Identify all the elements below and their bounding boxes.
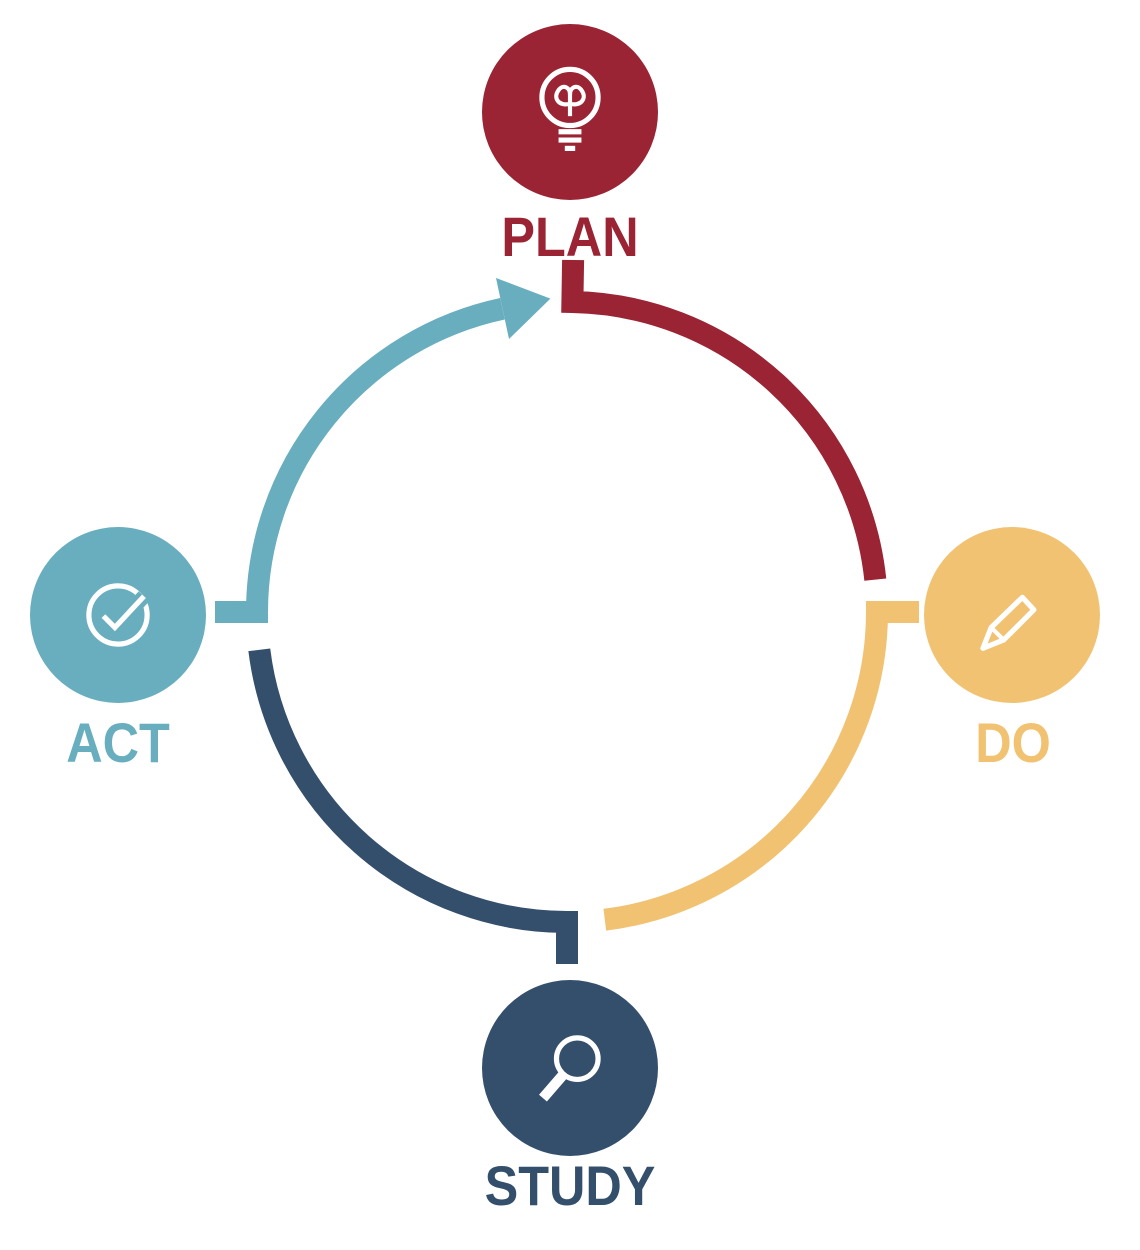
arc-do-segment <box>603 601 919 931</box>
act-badge <box>30 527 206 703</box>
lightbulb-icon <box>539 66 601 151</box>
cycle-arrowhead-icon <box>496 278 551 339</box>
do-badge <box>924 527 1100 703</box>
arc-plan-segment <box>561 259 887 581</box>
study-badge <box>482 980 658 1156</box>
magnifier-icon <box>539 1035 601 1102</box>
pencil-icon <box>980 594 1037 651</box>
plan-badge <box>482 24 658 200</box>
arc-study-segment <box>248 648 578 964</box>
arc-act-segment <box>215 298 505 623</box>
study-label: STUDY <box>484 1154 656 1217</box>
act-label: ACT <box>66 711 170 774</box>
do-label: DO <box>975 711 1051 774</box>
check-circle-icon <box>86 583 150 647</box>
plan-label: PLAN <box>501 205 639 268</box>
